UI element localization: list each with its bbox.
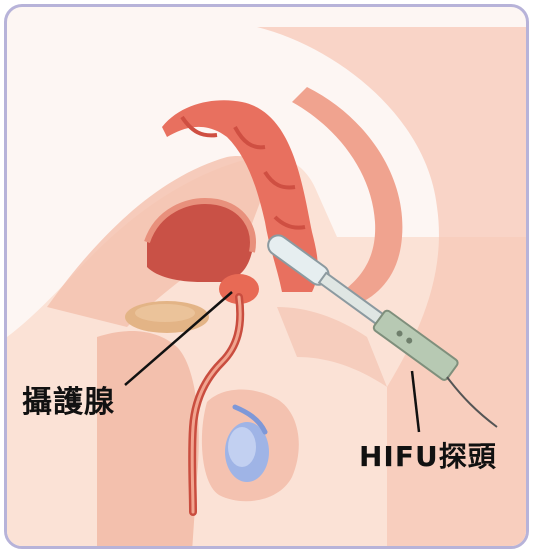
prostate-label: 攝護腺 [22, 377, 115, 421]
hifu-probe-label: HIFU探頭 [359, 435, 497, 475]
pubic-bone-highlight [135, 304, 195, 322]
testis-highlight [228, 427, 256, 467]
diagram-frame: 攝護腺 HIFU探頭 [4, 4, 529, 549]
